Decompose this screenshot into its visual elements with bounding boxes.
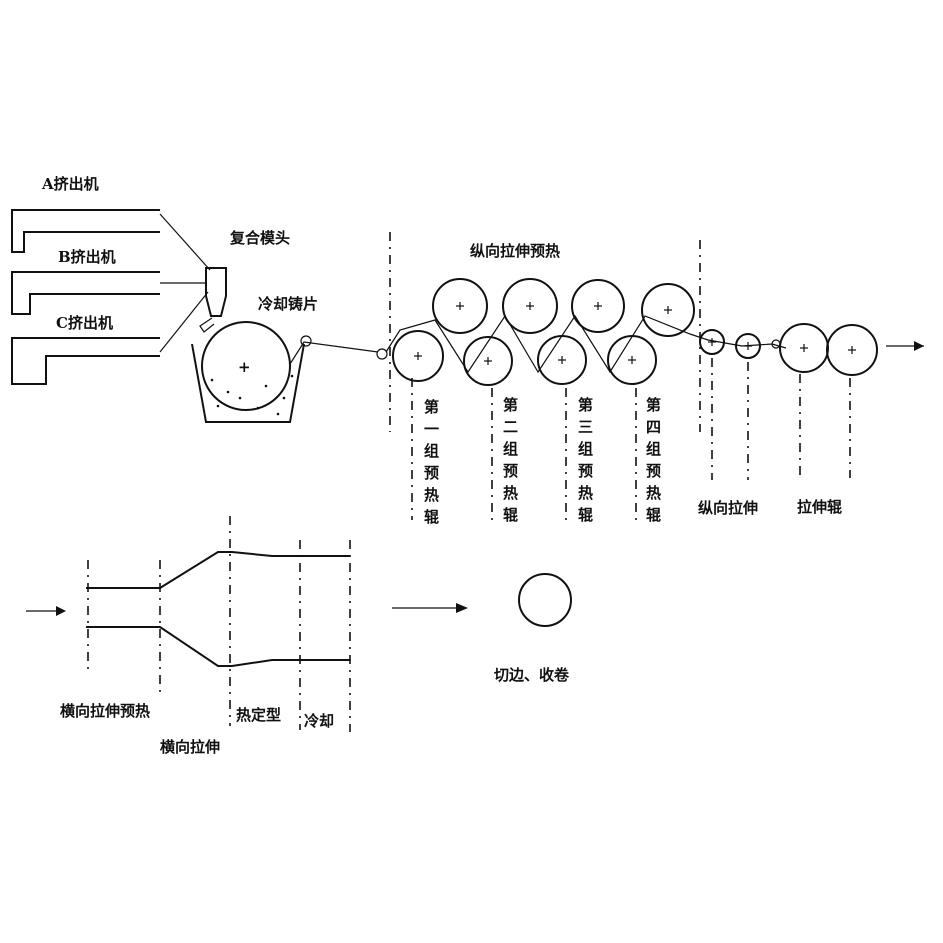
heat-set-label: 热定型 (236, 706, 281, 724)
winding-roll (518, 573, 572, 627)
preheat-roll-4-bottom (607, 335, 657, 385)
cooling-tank (191, 343, 305, 423)
preheat-roll-1-top (432, 278, 488, 334)
winding-arrow-head (456, 603, 468, 613)
preheat-group-1-label: 第一组预热辊 (424, 398, 439, 526)
preheat-roll-2-bottom (463, 336, 513, 386)
film-web-md (385, 314, 787, 374)
casting-label: 冷却铸片 (258, 295, 318, 313)
tank-water-dots (210, 374, 294, 416)
composite-die (205, 267, 227, 317)
exit-arrow-head (914, 341, 924, 351)
extruder-b-label: B挤出机 (58, 248, 116, 266)
preheat-roll-3-bottom (537, 335, 587, 385)
film-cast (289, 341, 379, 365)
tenter-entry-arrow-head (56, 606, 66, 616)
preheat-group-3-label: 第三组预热辊 (578, 396, 593, 524)
extruder-b (11, 271, 160, 315)
preheat-roll-4-top (641, 283, 695, 337)
die-label: 复合模头 (229, 229, 290, 247)
md-stretch-roll-1 (699, 329, 725, 355)
cooling-label: 冷却 (304, 712, 334, 730)
tenter-bottom-rail (86, 626, 350, 667)
casting-drum-center: + (238, 358, 251, 376)
tenter-top-rail (86, 551, 350, 589)
winding-label: 切边、收卷 (494, 666, 570, 684)
extruder-c (11, 337, 160, 385)
extruder-a (11, 209, 160, 253)
stretch-roll-label: 拉伸辊 (797, 498, 842, 516)
md-preheat-label: 纵向拉伸预热 (470, 242, 560, 260)
guide-roll-1 (300, 335, 312, 347)
stretch-roll-2 (826, 324, 878, 376)
td-preheat-label: 横向拉伸预热 (60, 702, 150, 720)
casting-drum (201, 321, 291, 411)
die-lip (199, 317, 215, 333)
preheat-group-2-label: 第二组预热辊 (503, 396, 518, 524)
melt-line-c (159, 291, 209, 353)
guide-roll-2 (376, 348, 388, 360)
extruder-c-label: C挤出机 (56, 314, 113, 332)
preheat-group-4-label: 第四组预热辊 (646, 396, 661, 524)
td-stretch-label: 横向拉伸 (160, 738, 220, 756)
melt-line-a (159, 213, 211, 271)
preheat-roll-3-top (571, 279, 625, 333)
preheat-roll-1-bottom (392, 330, 444, 382)
extruder-a-label: A挤出机 (41, 175, 99, 193)
md-stretch-label: 纵向拉伸 (698, 499, 758, 517)
stretch-roll-1 (779, 323, 829, 373)
preheat-roll-2-top (502, 278, 558, 334)
